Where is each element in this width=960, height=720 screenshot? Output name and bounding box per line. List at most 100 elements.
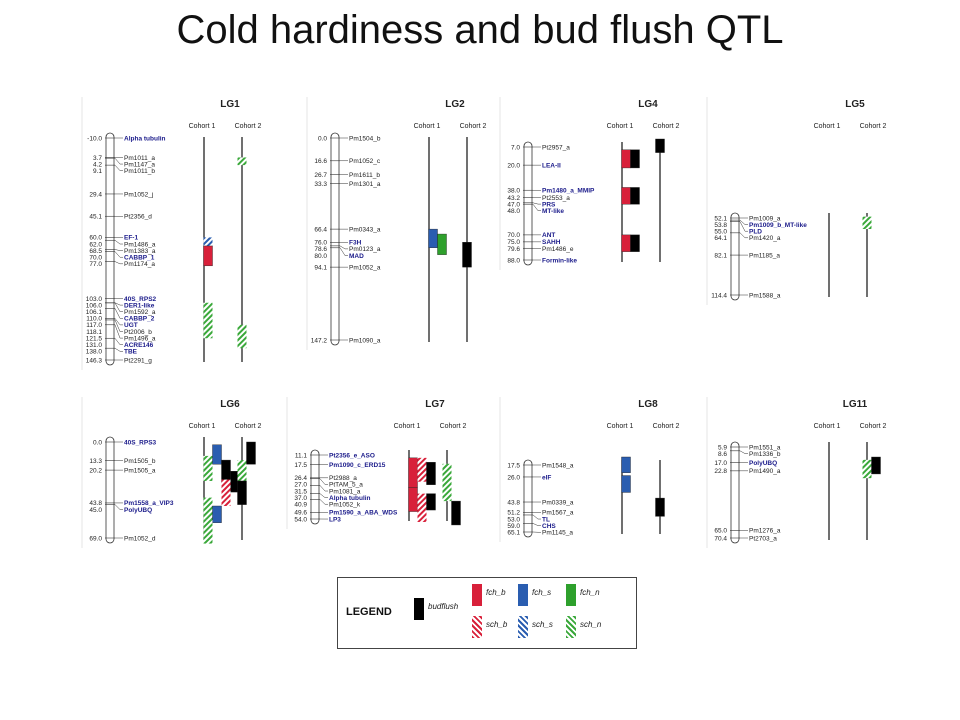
qtl-bar-budflush (655, 138, 665, 153)
gene-marker-label: PLD (749, 229, 762, 236)
qtl-bar-sch-b (221, 479, 231, 506)
cohort-2-label: Cohort 2 (440, 423, 467, 430)
marker-leader (114, 261, 123, 265)
marker-leader (114, 319, 123, 332)
legend-label-sch-s: sch_s (532, 620, 553, 629)
marker-label: Pm1505_a (124, 467, 156, 474)
marker-position: 45.0 (89, 507, 102, 514)
gene-marker-label: Pt2356_e_ASO (329, 452, 375, 459)
legend-swatch-fch-b (472, 584, 482, 606)
lg-title: LG1 (220, 99, 240, 110)
marker-leader (532, 204, 541, 211)
gene-marker-label: TL (542, 516, 550, 523)
marker-position: 80.0 (314, 253, 327, 260)
cohort-1-label: Cohort 1 (814, 123, 841, 130)
marker-label: Pm1548_a (542, 462, 574, 469)
marker-leader (532, 514, 541, 520)
gene-marker-label: SAHH (542, 239, 561, 246)
marker-label: Pm1081_a (329, 488, 361, 495)
qtl-bar-budflush (426, 462, 436, 485)
marker-position: 138.0 (86, 349, 103, 356)
marker-position: 13.3 (89, 458, 102, 465)
marker-position: 62.0 (89, 241, 102, 248)
marker-label: Pm1490_a (749, 468, 781, 475)
legend-swatch-sch-s (518, 616, 528, 638)
qtl-bar-fch-s (621, 456, 631, 473)
gene-marker-label: ACRE146 (124, 342, 154, 349)
qtl-bar-fch-b (621, 234, 631, 252)
marker-label: Pm1486_a (124, 241, 156, 248)
marker-position: 117.0 (86, 322, 102, 329)
gene-marker-label: DER1-like (124, 302, 155, 309)
chromosome-bar (523, 459, 533, 538)
qtl-bar-sch-b (417, 493, 427, 522)
marker-position: 31.5 (294, 488, 307, 495)
qtl-bar-budflush (655, 497, 665, 517)
marker-label: Pm1052_d (124, 535, 156, 542)
marker-label: Pt2356_d (124, 214, 152, 221)
qtl-bar-budflush (630, 234, 640, 252)
marker-leader (114, 240, 123, 245)
page-title: Cold hardiness and bud flush QTL (176, 8, 784, 52)
marker-label: Pm1052_c (349, 158, 381, 165)
gene-marker-label: elF (542, 474, 551, 481)
qtl-bar-fch-n (437, 233, 447, 255)
qtl-bar-fch-s (428, 228, 438, 248)
marker-label: Pm1592_a (124, 309, 156, 316)
marker-label: Pm1496_a (124, 335, 156, 342)
marker-label: Pt2703_a (749, 535, 777, 542)
marker-leader (114, 347, 123, 352)
lg-title: LG6 (220, 399, 240, 410)
chromosome-bar (730, 441, 740, 544)
chromosome-bar (310, 449, 320, 525)
qtl-bar-sch-n (237, 460, 247, 481)
gene-marker-label: PolyUBQ (124, 507, 152, 514)
marker-position: 110.0 (86, 316, 102, 323)
marker-leader (114, 338, 123, 345)
marker-position: 48.0 (507, 208, 520, 215)
marker-position: 76.0 (314, 240, 327, 247)
marker-label: Pm1147_a (124, 161, 155, 168)
qtl-bar-fch-s (212, 444, 222, 465)
marker-label: Pm1588_a (749, 292, 781, 299)
marker-label: Pm1301_a (349, 181, 381, 188)
marker-position: 26.4 (294, 475, 307, 482)
lg-title: LG2 (445, 99, 465, 110)
gene-marker-label: CHS (542, 523, 556, 530)
marker-position: 17.5 (294, 462, 307, 469)
marker-label: Pm0339_a (542, 499, 574, 506)
marker-label: Pm1052_k (329, 502, 361, 509)
legend-swatch-sch-n (566, 616, 576, 638)
marker-position: 11.1 (295, 452, 308, 459)
gene-marker-label: MAD (349, 253, 364, 260)
marker-position: 65.1 (507, 530, 520, 537)
marker-position: 53.8 (714, 222, 727, 229)
legend-label-fch-s: fch_s (532, 588, 552, 597)
marker-position: 4.2 (93, 161, 102, 168)
qtl-bar-fch-b (621, 149, 631, 169)
gene-marker-label: Pm1090_c_ERD15 (329, 462, 386, 469)
marker-position: 17.5 (507, 462, 520, 469)
marker-label: Pm1567_a (542, 510, 574, 517)
qtl-bar-sch-s (203, 237, 213, 252)
gene-marker-label: Pm1480_a_MMIP (542, 188, 595, 195)
marker-label: Pm1505_b (124, 458, 156, 465)
gene-marker-label: UGT (124, 322, 138, 329)
marker-label: Pm1052_j (124, 191, 153, 198)
cohort-1-label: Cohort 1 (189, 423, 216, 430)
marker-position: 29.4 (89, 191, 102, 198)
legend-label-fch-n: fch_n (580, 588, 600, 597)
gene-marker-label: Alpha tubulin (124, 135, 166, 142)
marker-position: 43.8 (507, 499, 520, 506)
marker-leader (114, 308, 123, 319)
marker-leader (114, 164, 123, 171)
marker-position: 0.0 (318, 135, 327, 142)
legend-label-fch-b: fch_b (486, 588, 506, 597)
gene-marker-label: 40S_RPS2 (124, 296, 157, 303)
